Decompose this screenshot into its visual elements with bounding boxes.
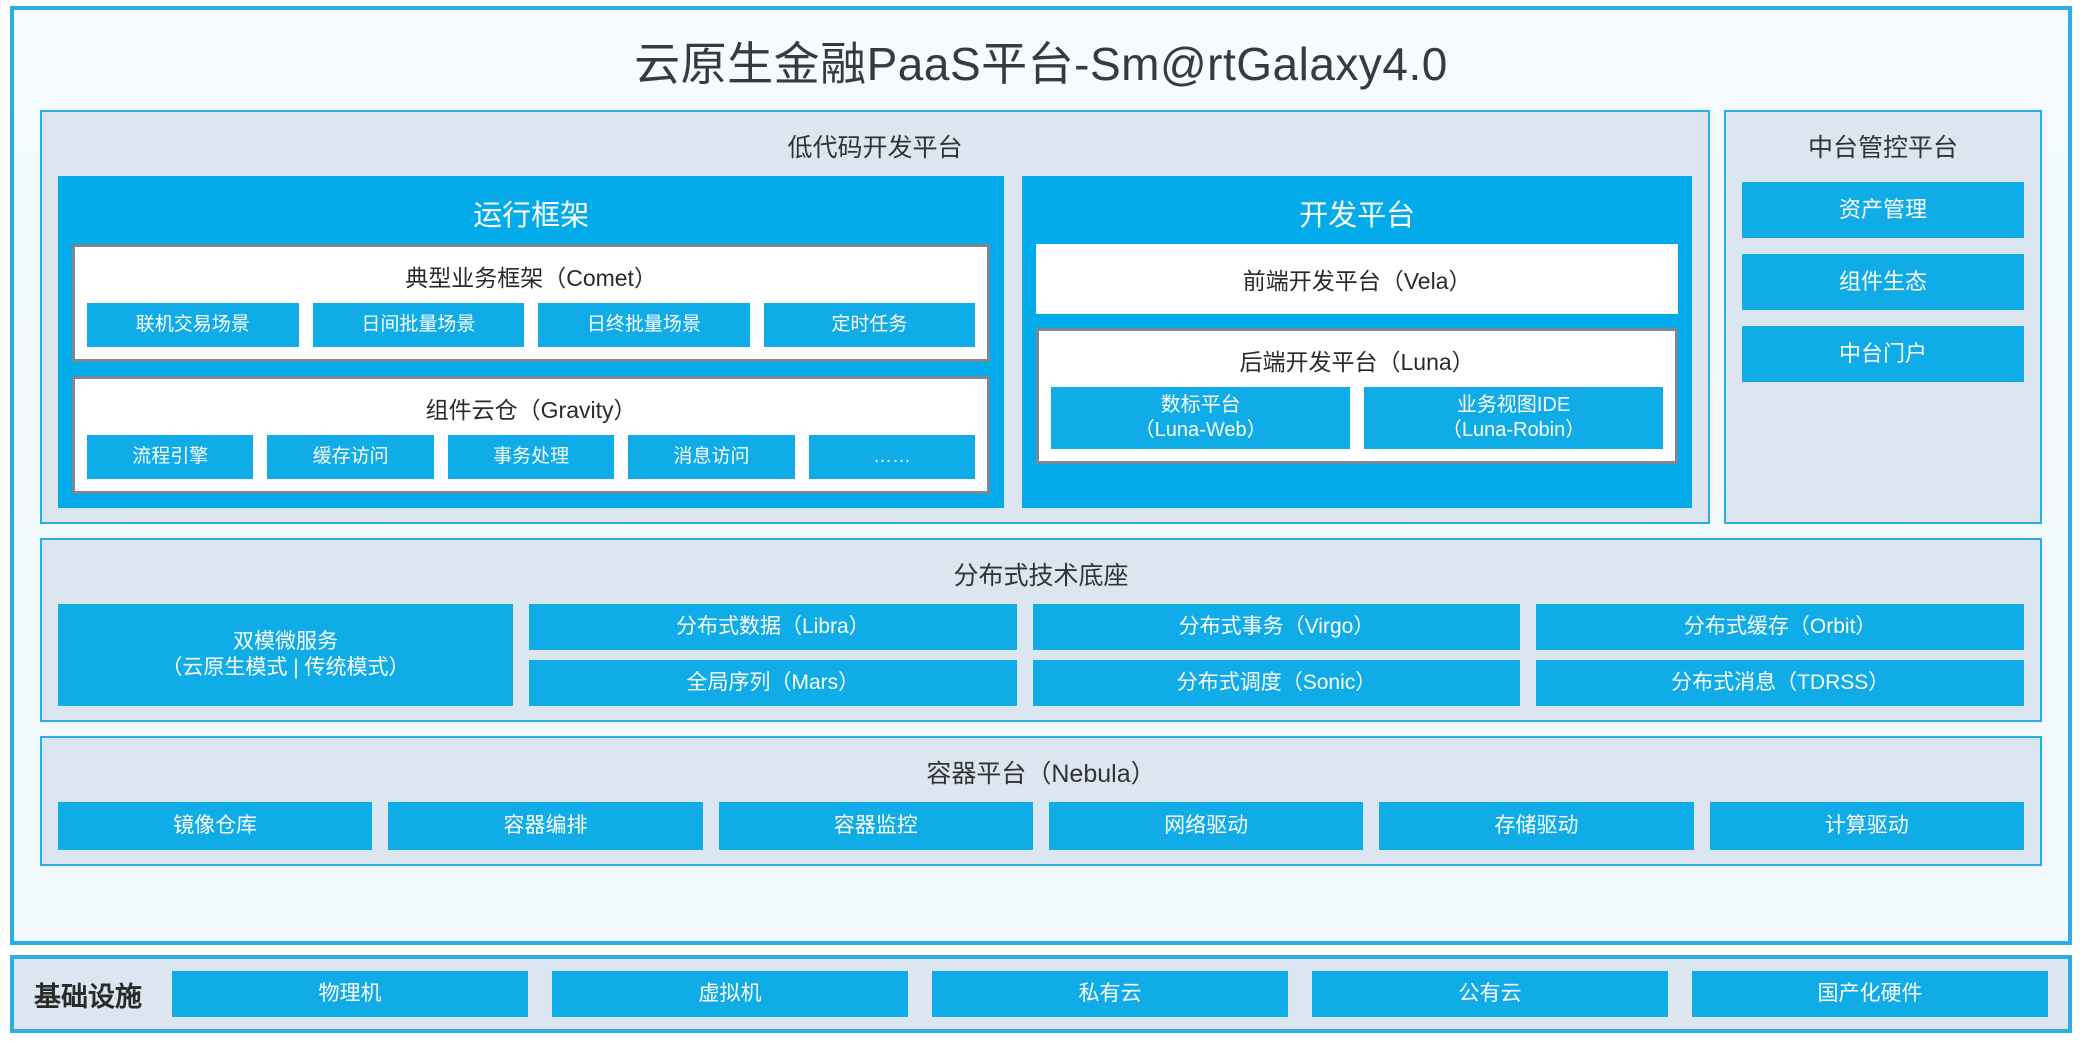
upper-section: 低代码开发平台 运行框架 典型业务框架（Comet） 联机交易场景 日间批量场景… [40, 110, 2042, 524]
luna-robin-name: 业务视图IDE [1456, 394, 1571, 416]
container-item-monitoring[interactable]: 容器监控 [718, 802, 1033, 850]
gravity-title: 组件云仓（Gravity） [425, 397, 637, 423]
lowcode-platform-panel: 低代码开发平台 运行框架 典型业务框架（Comet） 联机交易场景 日间批量场景… [40, 110, 1710, 524]
console-item-list: 资产管理 组件生态 中台门户 [1742, 182, 2024, 508]
infrastructure-item-domestic-hardware[interactable]: 国产化硬件 [1692, 971, 2048, 1017]
gravity-item-transaction-processing[interactable]: 事务处理 [447, 435, 615, 479]
development-platform-title: 开发平台 [1299, 200, 1416, 232]
luna-chip-row: 数标平台 （Luna-Web） 业务视图IDE （Luna-Robin） [1051, 387, 1664, 449]
distributed-base-panel: 分布式技术底座 双模微服务 （云原生模式 | 传统模式） 分布式数据（Libra… [40, 538, 2042, 722]
distributed-item-mars[interactable]: 全局序列（Mars） [529, 660, 1017, 706]
page-title: 云原生金融PaaS平台-Sm@rtGalaxy4.0 [634, 38, 1448, 90]
comet-chip-row: 联机交易场景 日间批量场景 日终批量场景 定时任务 [87, 303, 976, 347]
comet-item-scheduled-task[interactable]: 定时任务 [763, 303, 976, 347]
distributed-column-3: 分布式缓存（Orbit） 分布式消息（TDRSS） [1536, 604, 2025, 706]
luna-robin-code: （Luna-Robin） [1441, 419, 1586, 441]
gravity-item-cache-access[interactable]: 缓存访问 [267, 435, 434, 479]
dual-mode-microservice-wrapper: 双模微服务 （云原生模式 | 传统模式） [58, 604, 513, 706]
luna-web-code: （Luna-Web） [1134, 419, 1267, 441]
container-item-row: 镜像仓库 容器编排 容器监控 网络驱动 存储驱动 计算驱动 [58, 802, 2024, 850]
distributed-base-title: 分布式技术底座 [953, 562, 1129, 590]
infrastructure-panel: 基础设施 物理机 虚拟机 私有云 公有云 国产化硬件 [10, 955, 2072, 1033]
dual-mode-microservice[interactable]: 双模微服务 （云原生模式 | 传统模式） [58, 604, 513, 706]
distributed-item-orbit[interactable]: 分布式缓存（Orbit） [1536, 604, 2025, 650]
runtime-framework-card: 运行框架 典型业务框架（Comet） 联机交易场景 日间批量场景 日终批量场景 … [58, 176, 1005, 508]
luna-item-luna-web[interactable]: 数标平台 （Luna-Web） [1051, 387, 1351, 449]
comet-item-online-transaction[interactable]: 联机交易场景 [87, 303, 299, 347]
console-platform-panel: 中台管控平台 资产管理 组件生态 中台门户 [1724, 110, 2042, 524]
distributed-item-sonic[interactable]: 分布式调度（Sonic） [1032, 660, 1521, 706]
comet-item-eod-batch[interactable]: 日终批量场景 [538, 303, 750, 347]
distributed-column-1: 分布式数据（Libra） 全局序列（Mars） [529, 604, 1017, 706]
container-item-compute-driver[interactable]: 计算驱动 [1709, 802, 2024, 850]
gravity-item-message-access[interactable]: 消息访问 [628, 435, 795, 479]
lowcode-platform-title: 低代码开发平台 [787, 134, 963, 162]
development-platform-card: 开发平台 前端开发平台（Vela） 后端开发平台（Luna） 数标平台 （Lun… [1022, 176, 1692, 508]
gravity-chip-row: 流程引擎 缓存访问 事务处理 消息访问 …… [87, 435, 976, 479]
luna-item-luna-robin[interactable]: 业务视图IDE （Luna-Robin） [1364, 387, 1664, 449]
infrastructure-label: 基础设施 [34, 981, 142, 1012]
console-platform-title: 中台管控平台 [1807, 134, 1958, 162]
console-item-portal[interactable]: 中台门户 [1742, 326, 2024, 382]
container-platform-panel: 容器平台（Nebula） 镜像仓库 容器编排 容器监控 网络驱动 存储驱动 计算… [40, 736, 2042, 866]
infrastructure-item-public-cloud[interactable]: 公有云 [1312, 971, 1668, 1017]
gravity-item-process-engine[interactable]: 流程引擎 [87, 435, 254, 479]
gravity-item-more[interactable]: …… [808, 435, 976, 479]
comet-title: 典型业务框架（Comet） [405, 265, 657, 291]
console-item-component-ecosystem[interactable]: 组件生态 [1742, 254, 2024, 310]
comet-item-intraday-batch[interactable]: 日间批量场景 [312, 303, 525, 347]
distributed-column-2: 分布式事务（Virgo） 分布式调度（Sonic） [1032, 604, 1521, 706]
comet-box: 典型业务框架（Comet） 联机交易场景 日间批量场景 日终批量场景 定时任务 [72, 244, 991, 362]
console-item-asset-management[interactable]: 资产管理 [1742, 182, 2024, 238]
distributed-item-tdrss[interactable]: 分布式消息（TDRSS） [1536, 660, 2025, 706]
dual-mode-line1: 双模微服务 [233, 629, 338, 653]
infrastructure-item-private-cloud[interactable]: 私有云 [932, 971, 1288, 1017]
backend-platform-luna-title: 后端开发平台（Luna） [1239, 349, 1475, 375]
distributed-item-virgo[interactable]: 分布式事务（Virgo） [1032, 604, 1521, 650]
frontend-platform-vela[interactable]: 前端开发平台（Vela） [1036, 244, 1678, 314]
container-item-network-driver[interactable]: 网络驱动 [1048, 802, 1364, 850]
container-platform-title: 容器平台（Nebula） [926, 760, 1156, 788]
container-item-image-registry[interactable]: 镜像仓库 [58, 802, 373, 850]
distributed-item-libra[interactable]: 分布式数据（Libra） [529, 604, 1017, 650]
dual-mode-line2: （云原生模式 | 传统模式） [161, 656, 410, 679]
container-item-orchestration[interactable]: 容器编排 [388, 802, 703, 850]
backend-platform-luna-box: 后端开发平台（Luna） 数标平台 （Luna-Web） 业务视图IDE （Lu… [1036, 328, 1678, 464]
distributed-base-body: 双模微服务 （云原生模式 | 传统模式） 分布式数据（Libra） 全局序列（M… [58, 604, 2025, 706]
luna-web-name: 数标平台 [1160, 394, 1241, 416]
infrastructure-item-physical-machine[interactable]: 物理机 [172, 971, 528, 1017]
infrastructure-item-row: 物理机 虚拟机 私有云 公有云 国产化硬件 [172, 971, 2048, 1017]
container-item-storage-driver[interactable]: 存储驱动 [1379, 802, 1694, 850]
runtime-framework-title: 运行框架 [473, 200, 590, 232]
infrastructure-item-virtual-machine[interactable]: 虚拟机 [552, 971, 908, 1017]
main-platform-frame: 云原生金融PaaS平台-Sm@rtGalaxy4.0 低代码开发平台 运行框架 … [10, 6, 2072, 945]
gravity-box: 组件云仓（Gravity） 流程引擎 缓存访问 事务处理 消息访问 …… [72, 376, 991, 494]
